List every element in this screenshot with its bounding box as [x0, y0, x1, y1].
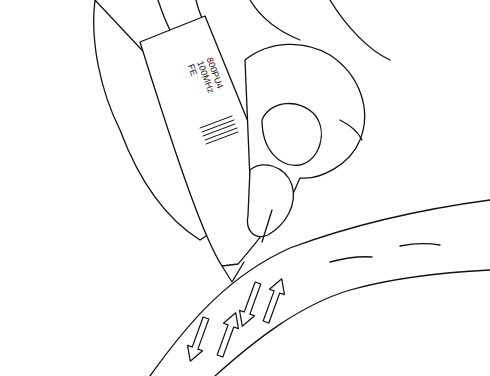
probe-cable — [158, 0, 170, 30]
finger-outline — [247, 165, 293, 236]
thumb-outline — [262, 104, 321, 166]
arm-outline — [215, 270, 490, 376]
motion-arrow — [183, 276, 290, 364]
wrist-line — [330, 0, 390, 60]
skin-line — [330, 257, 372, 262]
wrist-line — [250, 0, 300, 40]
probe-tip — [222, 262, 244, 282]
skin-line — [400, 244, 440, 246]
knuckle-line — [340, 120, 362, 140]
barcode-mark — [200, 116, 238, 144]
finger-line — [262, 210, 272, 242]
